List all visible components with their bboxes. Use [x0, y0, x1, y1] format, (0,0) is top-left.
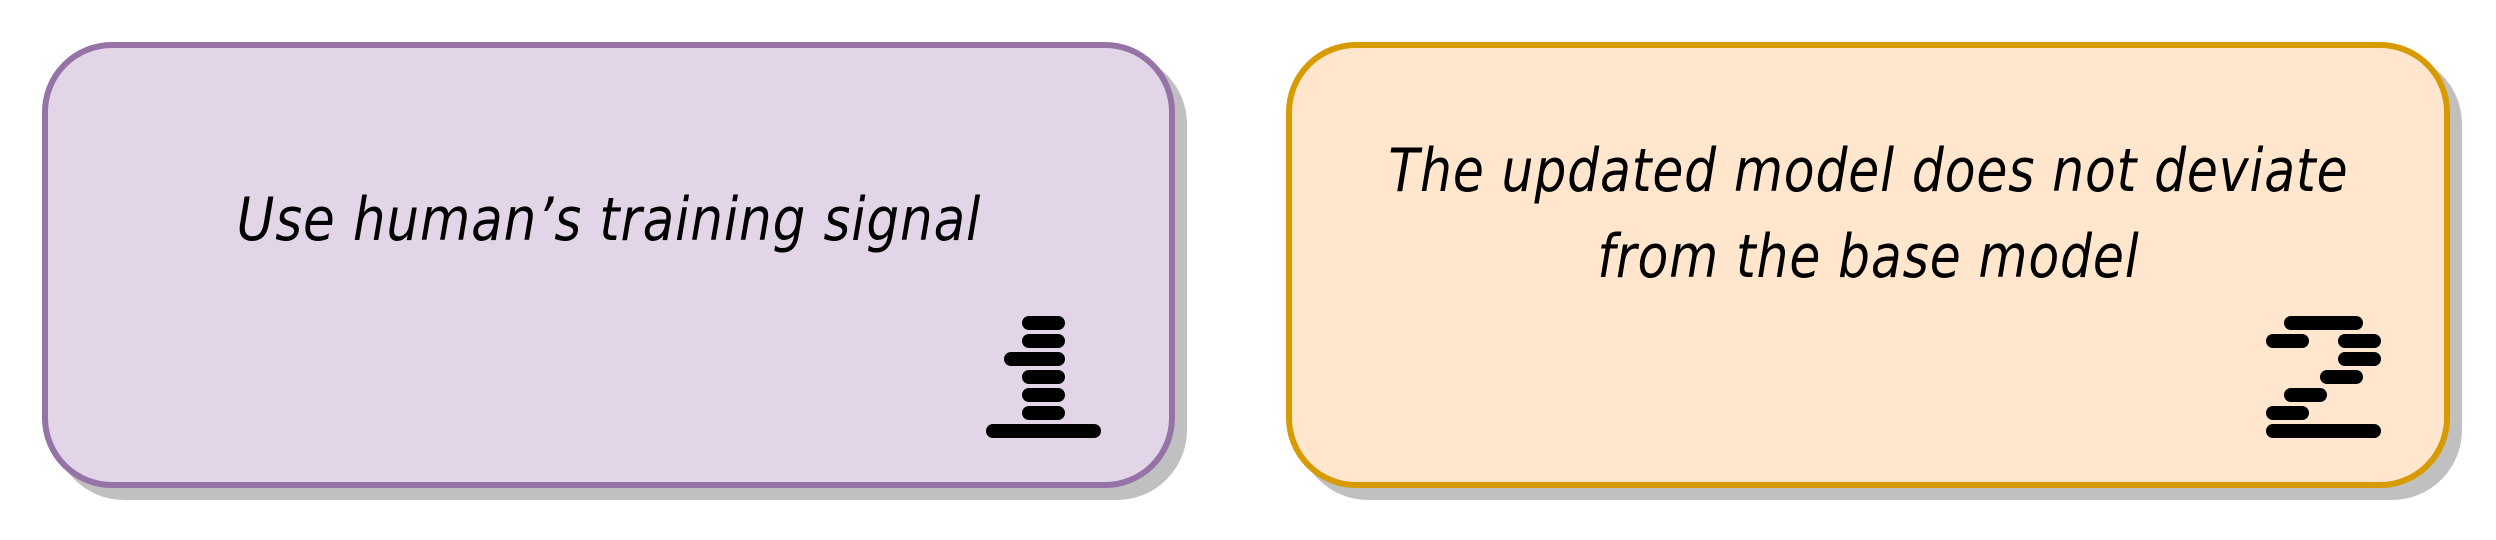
card-text-line-2: from the base model [1596, 222, 2140, 292]
step-card-1: Use human’s training signal [42, 42, 1187, 500]
card-body: Use human’s training signal [42, 42, 1175, 488]
card-text: The updated model does not deviate from … [1388, 128, 2348, 300]
card-body: The updated model does not deviate from … [1286, 42, 2450, 488]
card-text: Use human’s training signal [236, 185, 981, 255]
card-text-line-1: The updated model does not deviate [1387, 136, 2349, 206]
step-card-2: The updated model does not deviate from … [1286, 42, 2462, 500]
